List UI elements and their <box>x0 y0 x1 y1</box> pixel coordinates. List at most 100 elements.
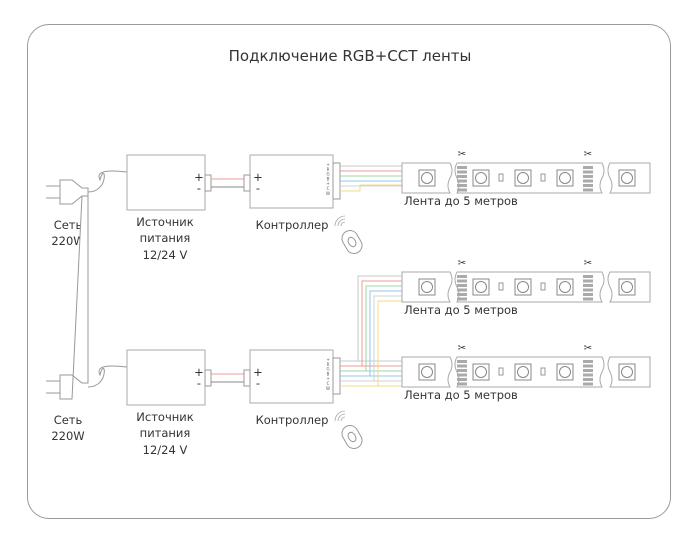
pin-label: C <box>327 381 330 386</box>
controller-plus: + <box>253 365 263 379</box>
cut-pad <box>583 373 593 377</box>
cut-pad <box>583 279 593 283</box>
controller-minus: - <box>256 376 260 390</box>
psu-voltage: 12/24 V <box>143 443 188 457</box>
controller-box <box>249 349 334 404</box>
led-lens <box>559 172 571 184</box>
resistor <box>540 282 546 291</box>
strip-label: Лента до 5 метров <box>404 303 518 317</box>
pin-label: B <box>327 176 330 181</box>
cut-pad <box>583 284 593 287</box>
remote-button <box>347 431 357 443</box>
cut-pad <box>583 382 593 386</box>
strip-label: Лента до 5 метров <box>404 388 518 402</box>
cut-pad <box>583 288 593 292</box>
led-strip: ✂ ✂ Лента до 5 метров <box>401 258 651 317</box>
pin-label: G <box>326 172 329 177</box>
pin-label: R <box>327 167 330 172</box>
cut-pad <box>583 188 593 192</box>
psu-label: Источник <box>136 215 193 229</box>
cut-pad <box>583 166 593 169</box>
cut-pad <box>583 179 593 183</box>
wireless-signal-icon <box>340 221 346 227</box>
power-cord <box>87 365 128 388</box>
power-cord <box>87 170 128 193</box>
scissors-icon: ✂ <box>458 258 466 269</box>
psu-label: питания <box>140 231 191 245</box>
pin-label: + <box>326 162 329 167</box>
cut-pad <box>583 378 593 381</box>
pin-label: B <box>327 371 330 376</box>
scissors-icon: ✂ <box>458 149 466 160</box>
controller-input <box>243 369 251 387</box>
psu-minus: - <box>197 376 201 390</box>
cut-pad <box>457 275 467 278</box>
scissors-icon: ✂ <box>584 149 592 160</box>
remote-icon <box>341 425 363 449</box>
pin-label: + <box>326 376 329 381</box>
cut-pad <box>583 360 593 363</box>
led-lens <box>517 366 529 378</box>
wire-branch <box>369 290 402 376</box>
cut-pad <box>457 373 467 377</box>
strip-label: Лента до 5 метров <box>404 194 518 208</box>
led-lens <box>421 366 433 378</box>
remote-icon <box>341 230 363 254</box>
led-lens <box>517 281 529 293</box>
controller-box <box>249 154 334 209</box>
psu-terminal <box>204 174 212 192</box>
wireless-signal-icon <box>340 416 346 422</box>
cut-pad <box>457 288 467 292</box>
wire-branch <box>357 275 402 361</box>
wireless-signal-icon <box>334 410 346 422</box>
psu-label: Источник <box>136 410 193 424</box>
power-supply-box <box>126 154 206 211</box>
led-lens <box>517 172 529 184</box>
scissors-icon: ✂ <box>584 258 592 269</box>
psu-plus: + <box>194 365 204 379</box>
wire-branch <box>377 300 402 386</box>
cut-pad <box>457 382 467 386</box>
cut-pad <box>457 364 467 368</box>
wire-branch <box>365 285 402 371</box>
cut-pad <box>583 275 593 278</box>
cut-pad <box>457 166 467 169</box>
cut-pad <box>457 360 467 363</box>
resistor <box>498 367 504 376</box>
resistor <box>498 282 504 291</box>
pin-label: + <box>326 357 329 362</box>
led-lens <box>559 366 571 378</box>
led-lens <box>475 281 487 293</box>
pin-label: C <box>327 186 330 191</box>
led-lens <box>621 172 633 184</box>
pin-label: + <box>326 181 329 186</box>
mains-voltage: 220W <box>51 234 84 248</box>
controller-output <box>332 162 341 200</box>
psu-voltage: 12/24 V <box>143 248 188 262</box>
psu-terminal <box>204 369 212 387</box>
resistor <box>540 367 546 376</box>
cut-pad <box>457 284 467 287</box>
cut-pad <box>457 378 467 381</box>
mains-label: Сеть <box>54 218 83 232</box>
mains-voltage: 220W <box>51 429 84 443</box>
mains-label: Сеть <box>54 413 83 427</box>
wire-branch <box>361 280 402 366</box>
psu-plus: + <box>194 170 204 184</box>
led-lens <box>421 281 433 293</box>
wireless-signal-icon <box>337 413 346 422</box>
cut-pad <box>457 297 467 301</box>
cut-pad <box>583 297 593 301</box>
resistor <box>498 173 504 182</box>
controller-output <box>332 357 341 395</box>
cut-pad <box>457 293 467 296</box>
cut-pad <box>583 369 593 372</box>
controller-minus: - <box>256 181 260 195</box>
led-lens <box>621 366 633 378</box>
controller-label: Контроллер <box>256 413 329 427</box>
cut-pad <box>457 369 467 372</box>
cut-pad <box>583 364 593 368</box>
scissors-icon: ✂ <box>458 343 466 354</box>
resistor <box>540 173 546 182</box>
